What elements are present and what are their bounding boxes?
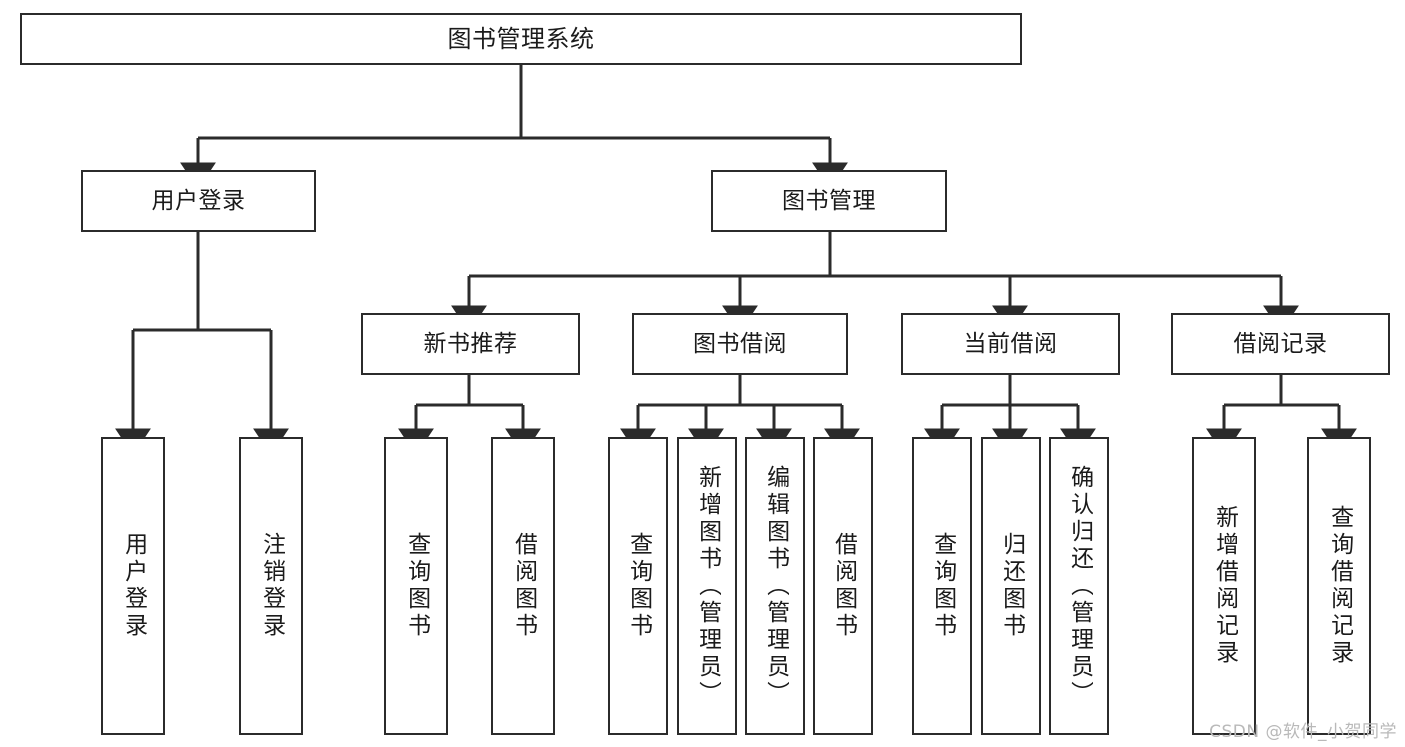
node-label: 查询图书 xyxy=(929,532,956,640)
node-label: 用户登录 xyxy=(151,187,246,214)
leaf-borrow-books-newbook[interactable]: 借阅图书 xyxy=(491,437,555,735)
leaf-search-books-newbook[interactable]: 查询图书 xyxy=(384,437,448,735)
node-label: 归还图书 xyxy=(998,532,1025,640)
csdn-watermark: CSDN @软件_小贺同学 xyxy=(1209,722,1397,742)
node-label: 编辑图书（管理员） xyxy=(762,464,789,708)
node-label: 注销登录 xyxy=(258,532,285,640)
node-user-login[interactable]: 用户登录 xyxy=(81,170,316,232)
node-label: 借阅图书 xyxy=(510,532,537,640)
node-current-borrowing[interactable]: 当前借阅 xyxy=(901,313,1120,375)
leaf-search-books-current[interactable]: 查询图书 xyxy=(912,437,972,735)
node-label: 借阅记录 xyxy=(1233,330,1328,357)
node-label: 确认归还（管理员） xyxy=(1066,464,1093,708)
node-label: 当前借阅 xyxy=(963,330,1058,357)
leaf-add-book-admin[interactable]: 新增图书（管理员） xyxy=(677,437,737,735)
node-label: 图书管理系统 xyxy=(447,25,595,53)
leaf-return-books[interactable]: 归还图书 xyxy=(981,437,1041,735)
leaf-confirm-return-admin[interactable]: 确认归还（管理员） xyxy=(1049,437,1109,735)
node-label: 图书借阅 xyxy=(693,330,787,357)
node-label: 新增借阅记录 xyxy=(1211,505,1238,667)
leaf-search-borrow-record[interactable]: 查询借阅记录 xyxy=(1307,437,1371,735)
node-root-book-management-system[interactable]: 图书管理系统 xyxy=(20,13,1022,65)
node-book-management[interactable]: 图书管理 xyxy=(711,170,947,232)
node-label: 查询借阅记录 xyxy=(1326,505,1353,667)
node-label: 查询图书 xyxy=(625,532,652,640)
node-label: 借阅图书 xyxy=(830,532,857,640)
leaf-search-books-borrow[interactable]: 查询图书 xyxy=(608,437,668,735)
node-label: 新书推荐 xyxy=(423,330,518,357)
node-label: 图书管理 xyxy=(782,187,876,214)
leaf-user-login[interactable]: 用户登录 xyxy=(101,437,165,735)
leaf-add-borrow-record[interactable]: 新增借阅记录 xyxy=(1192,437,1256,735)
node-borrowing-records[interactable]: 借阅记录 xyxy=(1171,313,1390,375)
node-label: 新增图书（管理员） xyxy=(694,464,721,708)
node-book-borrowing[interactable]: 图书借阅 xyxy=(632,313,848,375)
leaf-logout[interactable]: 注销登录 xyxy=(239,437,303,735)
leaf-edit-book-admin[interactable]: 编辑图书（管理员） xyxy=(745,437,805,735)
node-label: 用户登录 xyxy=(120,532,147,640)
leaf-borrow-books[interactable]: 借阅图书 xyxy=(813,437,873,735)
node-label: 查询图书 xyxy=(403,532,430,640)
node-new-book-recommendation[interactable]: 新书推荐 xyxy=(361,313,580,375)
